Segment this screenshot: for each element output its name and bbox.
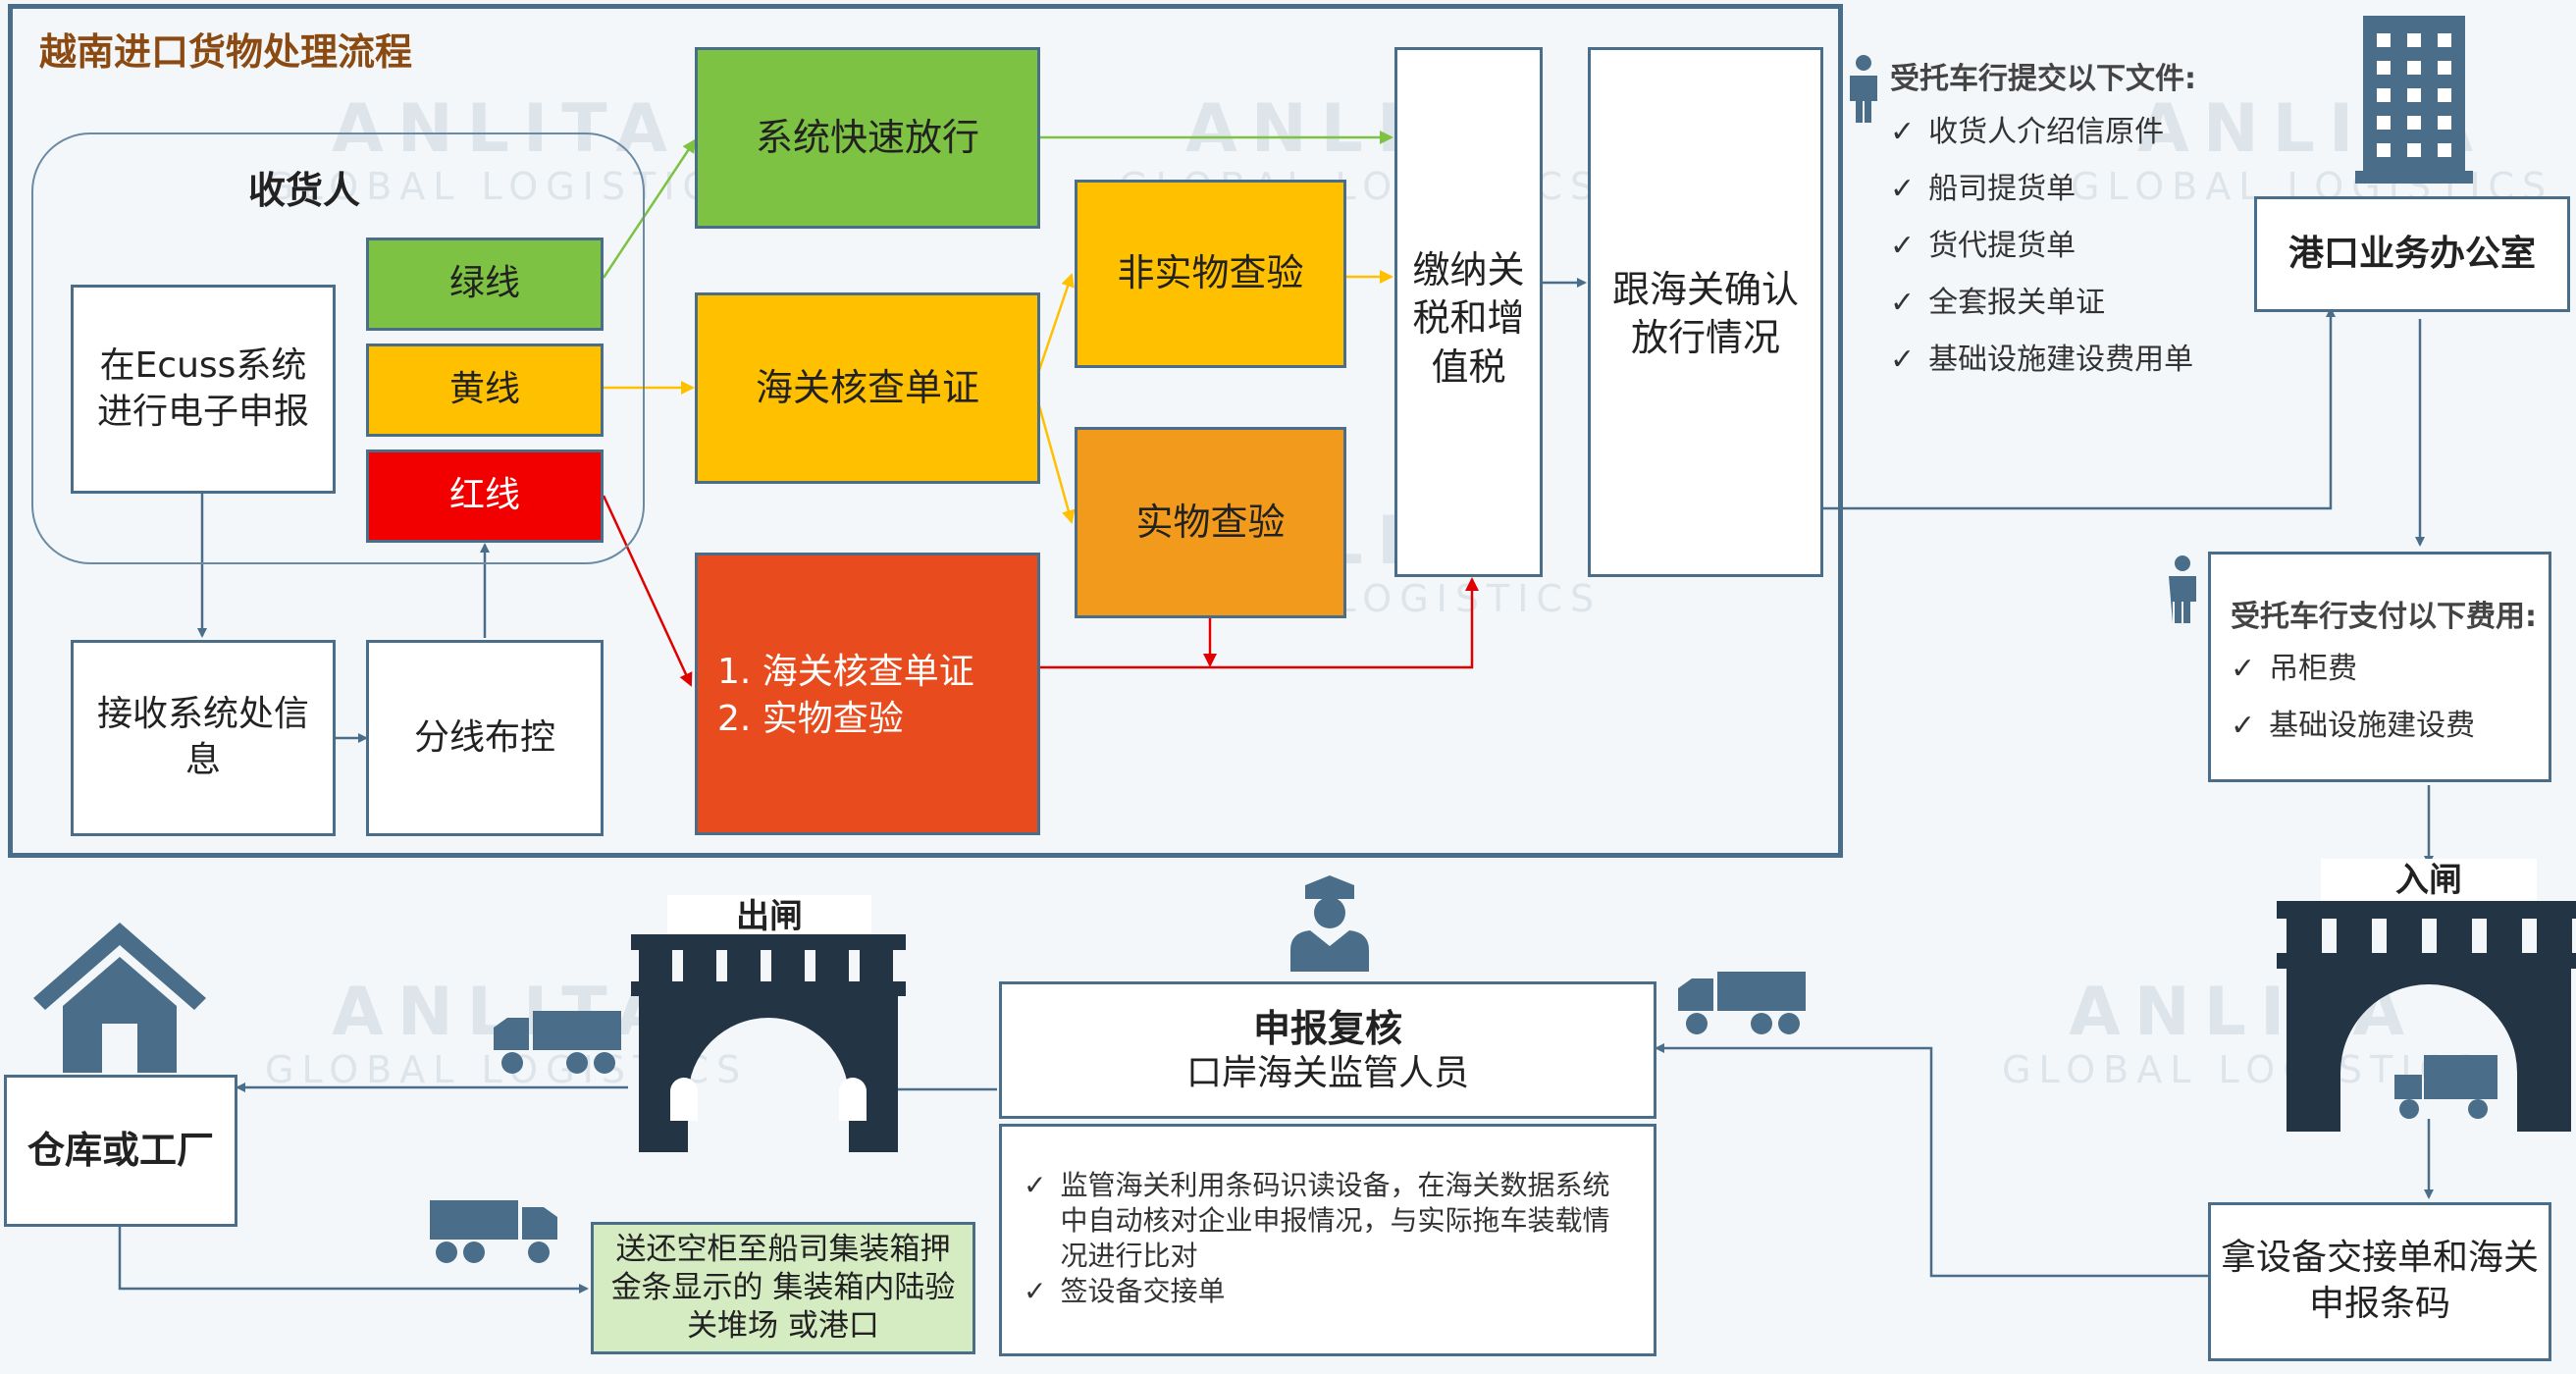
equipment-box: 拿设备交接单和海关申报条码 xyxy=(2208,1202,2551,1361)
truck-icon xyxy=(425,1195,562,1273)
list-item: ✓吊柜费 xyxy=(2231,652,2358,686)
warehouse-box: 仓库或工厂 xyxy=(4,1075,237,1227)
main-process-frame xyxy=(8,4,1843,858)
arrow-confirm-to-office xyxy=(1823,307,2336,510)
docs-heading: 受托车行提交以下文件: xyxy=(1890,62,2196,96)
list-item: ✓监管海关利用条码识读设备，在海关数据系统中自动核对企业申报情况，与实际拖车装载… xyxy=(1024,1169,1610,1272)
doc-check-box: 海关核查单证 xyxy=(695,292,1040,484)
routing-control-box: 分线布控 xyxy=(366,640,604,836)
list-item: ✓货代提货单 xyxy=(1890,229,2077,263)
ecuss-declaration-box: 在Ecuss系统进行电子申报 xyxy=(71,285,336,494)
port-office-box: 港口业务办公室 xyxy=(2254,196,2570,312)
arrow-equip-to-review xyxy=(1655,1043,2208,1278)
truck-icon xyxy=(1673,967,1811,1044)
page-title: 越南进口货物处理流程 xyxy=(39,29,413,74)
review-subtitle: 口岸海关监管人员 xyxy=(1185,1053,1469,1093)
house-icon xyxy=(31,918,208,1079)
person-icon xyxy=(2166,555,2199,627)
non-physical-box: 非实物查验 xyxy=(1075,180,1346,368)
red-inspection-box: 1. 海关核查单证 2. 实物查验 xyxy=(695,553,1040,835)
green-line-box: 绿线 xyxy=(366,238,604,331)
gate-icon xyxy=(631,934,906,1156)
arrow-doc-to-nonphys xyxy=(1036,273,1075,374)
arrow-green-to-fast xyxy=(602,138,697,279)
list-item: ✓船司提货单 xyxy=(1890,172,2077,206)
list-item: ✓基础设施建设费用单 xyxy=(1890,343,2194,377)
review-title: 申报复核 xyxy=(1252,1007,1402,1050)
review-notes-box: ✓监管海关利用条码识读设备，在海关数据系统中自动核对企业申报情况，与实际拖车装载… xyxy=(999,1124,1656,1356)
fast-release-box: 系统快速放行 xyxy=(695,47,1040,229)
check-icon: ✓ xyxy=(1890,115,1916,149)
gate-out-label: 出闸 xyxy=(667,895,871,939)
check-icon: ✓ xyxy=(1890,343,1916,377)
arrow-warehouse-to-return xyxy=(118,1227,589,1294)
gate-in-label: 入闸 xyxy=(2321,859,2537,903)
list-item: ✓全套报关单证 xyxy=(1890,286,2106,320)
review-box: 申报复核 口岸海关监管人员 xyxy=(999,981,1656,1119)
red-item-physical: 2. 实物查验 xyxy=(717,699,904,739)
check-icon: ✓ xyxy=(2231,652,2256,686)
building-icon xyxy=(2355,12,2473,187)
fees-heading: 受托车行支付以下费用: xyxy=(2231,600,2537,634)
list-item: ✓签设备交接单 xyxy=(1024,1275,1226,1307)
check-icon: ✓ xyxy=(2231,709,2256,743)
list-item: ✓基础设施建设费 xyxy=(2231,709,2476,743)
yellow-line-box: 黄线 xyxy=(366,344,604,437)
list-item: ✓收货人介绍信原件 xyxy=(1890,115,2165,149)
confirm-release-box: 跟海关确认放行情况 xyxy=(1588,47,1823,577)
receive-info-box: 接收系统处信息 xyxy=(71,640,336,836)
check-icon: ✓ xyxy=(1890,286,1916,320)
consignee-label: 收货人 xyxy=(247,169,360,212)
check-icon: ✓ xyxy=(1024,1275,1047,1307)
arrow-redbox-to-tax xyxy=(986,577,1479,669)
person-icon xyxy=(1847,54,1880,127)
consignee-group xyxy=(31,132,645,564)
fees-box: 受托车行支付以下费用: ✓吊柜费 ✓基础设施建设费 xyxy=(2208,552,2551,782)
physical-box: 实物查验 xyxy=(1075,427,1346,618)
officer-icon xyxy=(1286,873,1374,976)
docs-list: ✓收货人介绍信原件 ✓船司提货单 ✓货代提货单 ✓全套报关单证 ✓基础设施建设费… xyxy=(1890,104,2193,389)
gate-icon xyxy=(2277,901,2576,1136)
check-icon: ✓ xyxy=(1890,172,1916,206)
arrow-doc-to-phys xyxy=(1036,401,1076,524)
check-icon: ✓ xyxy=(1024,1169,1047,1201)
truck-icon xyxy=(489,1006,626,1083)
check-icon: ✓ xyxy=(1890,229,1916,263)
pay-tax-box: 缴纳关税和增值税 xyxy=(1394,47,1543,577)
red-item-doc: 1. 海关核查单证 xyxy=(717,652,974,692)
red-line-box: 红线 xyxy=(366,449,604,543)
return-container-box: 送还空柜至船司集装箱押金条显示的 集装箱内陆验关堆场 或港口 xyxy=(591,1222,975,1354)
truck-icon xyxy=(2390,1050,2502,1128)
